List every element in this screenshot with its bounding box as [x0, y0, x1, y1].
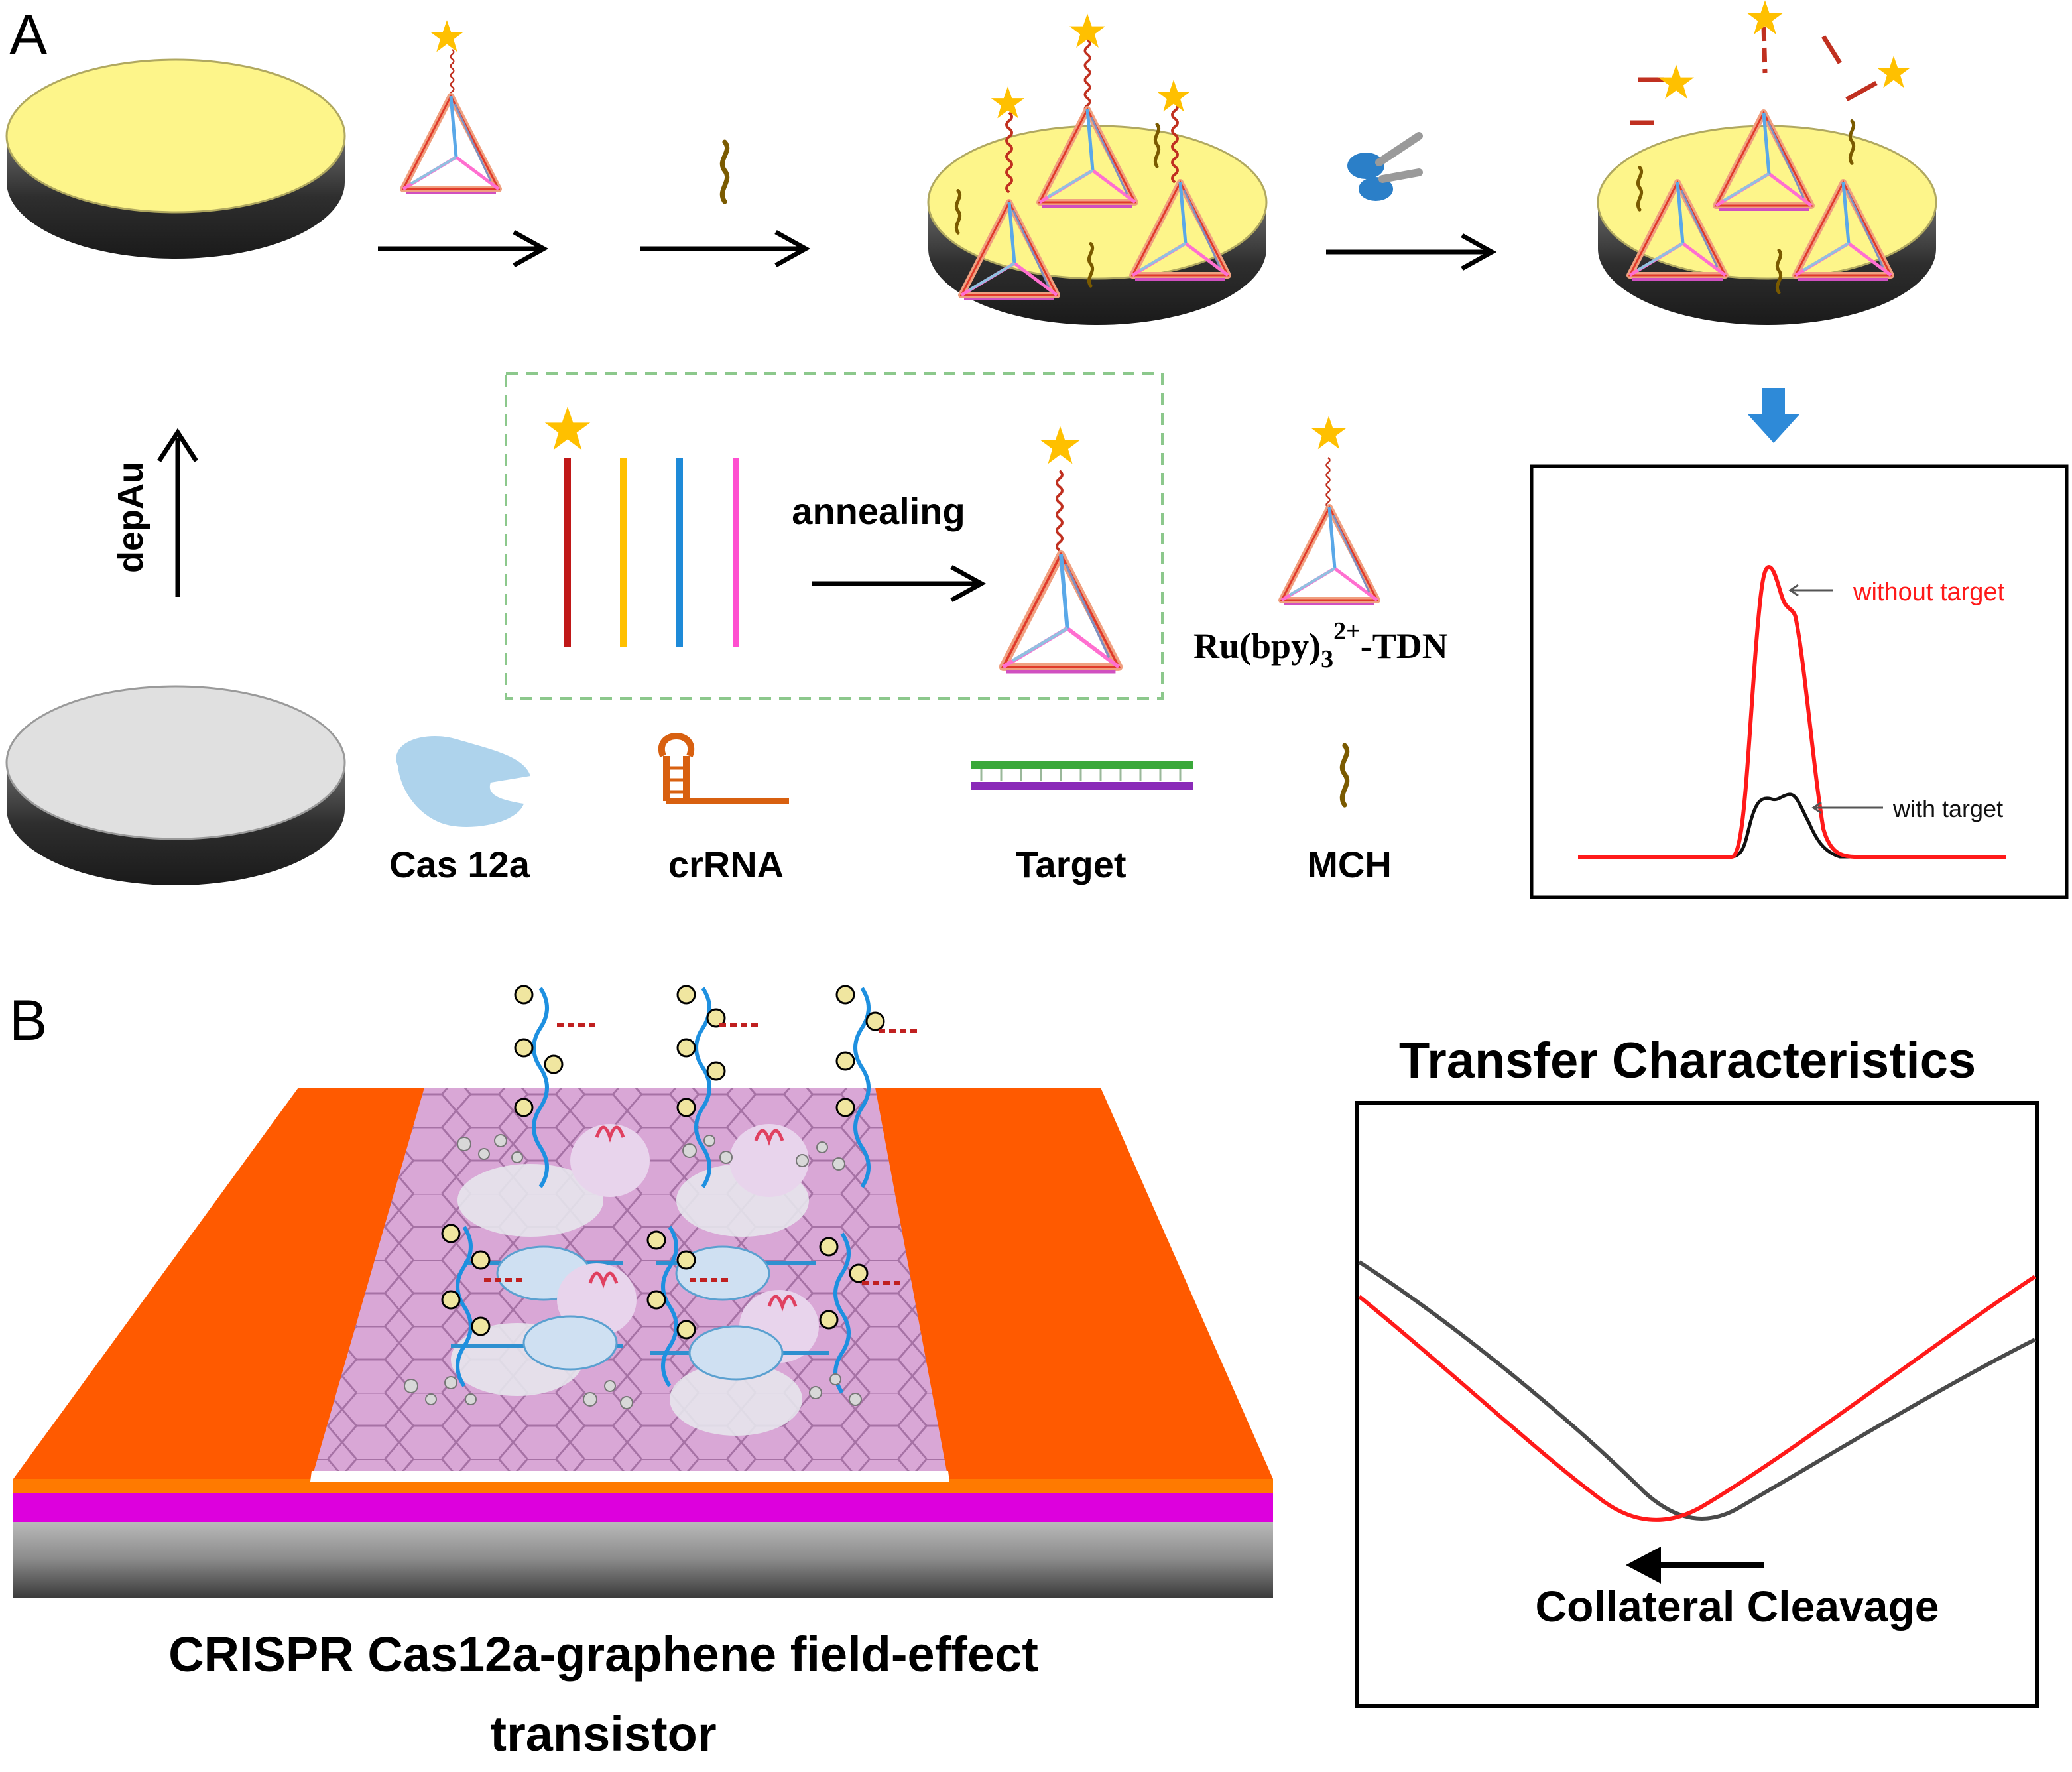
ssdna-reporters [456, 987, 871, 1394]
reporter-cut-marks [484, 1023, 918, 1285]
tdn-probe-icon [403, 20, 499, 193]
annealing-box [505, 372, 1164, 700]
depAu-label: depAu [111, 462, 151, 573]
assembled-tdn [1003, 426, 1119, 672]
ru-tdn-label: Ru(bpy)32+-TDN [1193, 617, 1448, 673]
step-arrow-2 [640, 229, 811, 268]
target-label: Target [1016, 844, 1127, 885]
crrna-icon [658, 733, 789, 804]
negative-charges [441, 985, 885, 1340]
scatter-molecules [404, 1134, 862, 1409]
with-target-label: with target [1892, 795, 2003, 822]
collateral-cleavage-label: Collateral Cleavage [1536, 1582, 1939, 1631]
with-target-curve [1578, 792, 2006, 859]
gray-transfer-curve [1358, 1260, 2036, 1521]
cas12a-icon [396, 735, 530, 827]
target-dsdna-icon [971, 761, 1193, 790]
mch-legend-icon [1342, 745, 1347, 805]
annealing-arrow [812, 564, 987, 603]
depAu-arrow [157, 428, 198, 597]
cleaved-electrode [1597, 0, 1937, 325]
blue-down-arrow [1748, 388, 1799, 443]
bare-electrode [5, 685, 346, 885]
red-transfer-curve [1358, 1275, 2036, 1522]
step-arrow-1 [378, 229, 549, 268]
transfer-chart: Collateral Cleavage [1355, 1101, 2039, 1708]
cas12a-label: Cas 12a [389, 844, 530, 885]
step-arrow-3 [1326, 233, 1497, 271]
without-target-curve [1578, 564, 2006, 859]
modified-electrode [927, 13, 1268, 325]
device-title-line1: CRISPR Cas12a-graphene field-effect [168, 1627, 1038, 1682]
ru-tdn-icon [1282, 416, 1377, 604]
cas12a-complexes [451, 1124, 829, 1436]
ecl-plot: without target with target [1530, 464, 2069, 899]
annealing-label: annealing [792, 490, 965, 532]
mch-label: MCH [1307, 844, 1392, 885]
device-title-line2: transistor [490, 1706, 716, 1761]
scissors-icon [1347, 132, 1423, 201]
mch-squiggle-icon [722, 142, 727, 202]
transfer-chart-title: Transfer Characteristics [1399, 1033, 1976, 1089]
panel-a-label: A [9, 3, 48, 67]
four-strands [544, 407, 739, 647]
crrna-label: crRNA [668, 844, 784, 885]
panel-b-label: B [9, 989, 47, 1052]
gold-electrode-1 [5, 58, 346, 259]
without-target-label: without target [1853, 578, 2005, 606]
